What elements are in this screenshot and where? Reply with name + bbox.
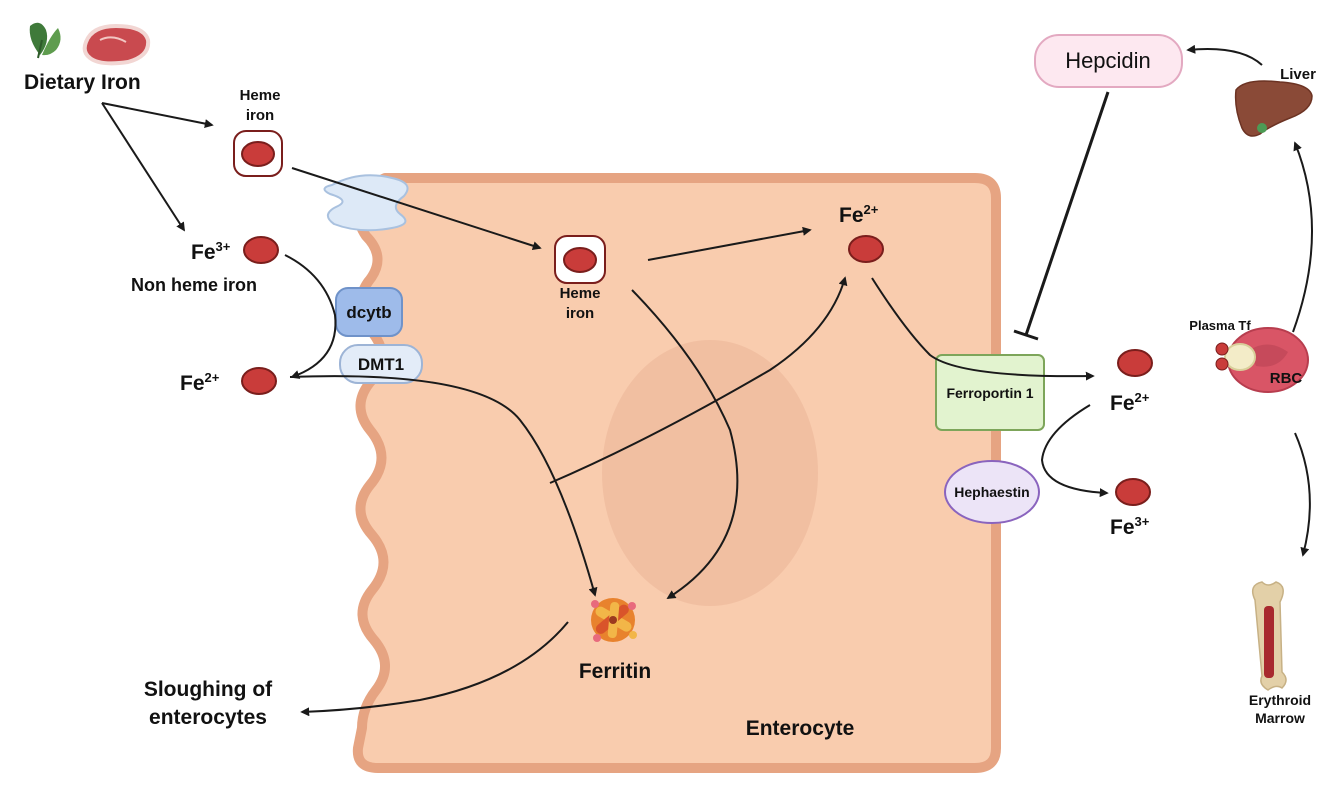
heme-iron-inside-label-line1: Heme xyxy=(560,285,601,302)
arrow-heme-to-fe2 xyxy=(647,226,812,261)
fe2-center-label: Fe2+ xyxy=(839,202,879,227)
non-heme-iron-label: Non heme iron xyxy=(131,275,257,295)
transferrin-iron-2 xyxy=(1215,357,1229,371)
arrow-fe2-to-fe3-oxidation xyxy=(1040,404,1109,498)
arrow-rbc-to-liver xyxy=(1292,141,1313,333)
arrow-fe3-to-fe2-reduction xyxy=(284,254,337,379)
meat-icon xyxy=(82,23,151,66)
spinach-icon xyxy=(29,22,61,59)
fe2-center-iron-icon xyxy=(848,235,884,263)
transferrin-icon xyxy=(1224,343,1256,371)
dmt1-label: DMT1 xyxy=(358,355,404,374)
fe2-left-label: Fe2+ xyxy=(180,370,220,395)
arrow-dietary-to-heme xyxy=(101,102,214,129)
dcytb-transporter xyxy=(335,287,403,337)
hepcidin-inhibition-bar xyxy=(1013,329,1039,341)
heme-iron-outside-icon xyxy=(233,130,283,177)
dcytb-label: dcytb xyxy=(346,303,391,322)
fe2-left-iron-icon xyxy=(241,367,277,395)
transferrin-iron-1 xyxy=(1215,342,1229,356)
sloughing-label-line2: enterocytes xyxy=(149,706,267,729)
dietary-iron-label: Dietary Iron xyxy=(24,71,141,94)
fe3-left-label: Fe3+ xyxy=(191,239,231,264)
sloughing-label-line1: Sloughing of xyxy=(144,678,273,701)
plasma-tf-label: Plasma Tf xyxy=(1189,318,1251,333)
liver-label: Liver xyxy=(1280,66,1316,83)
rbc-label: RBC xyxy=(1270,370,1303,387)
arrows xyxy=(101,44,1313,717)
hepcidin-inhibition-line xyxy=(1024,91,1110,336)
ferroportin-label: Ferroportin 1 xyxy=(946,385,1033,401)
marrow-label-line2: Marrow xyxy=(1255,710,1305,726)
gallbladder-icon xyxy=(1257,123,1267,133)
arrow-dmt1-to-ferritin xyxy=(289,375,598,597)
nucleus xyxy=(602,340,818,606)
fe3-right-iron-icon xyxy=(1115,478,1151,506)
arrow-rbc-to-marrow xyxy=(1294,432,1311,557)
enterocyte-label: Enterocyte xyxy=(746,717,855,740)
heme-transporter-protein xyxy=(323,174,409,232)
fe3-right-label: Fe3+ xyxy=(1110,514,1150,539)
arrow-fe2-through-ferroportin xyxy=(871,277,1095,381)
marrow-label-line1: Erythroid xyxy=(1249,692,1311,708)
fe2-right-iron-icon xyxy=(1117,349,1153,377)
hepcidin-label: Hepcidin xyxy=(1065,48,1151,73)
ferritin-icon xyxy=(591,598,637,642)
fe3-left-iron-icon xyxy=(243,236,279,264)
heme-iron-top-label-line1: Heme xyxy=(240,87,281,104)
rbc-dimple xyxy=(1250,344,1288,367)
liver-icon xyxy=(1234,80,1313,137)
arrow-heme-to-ferritin xyxy=(631,289,739,599)
dmt1-transporter xyxy=(339,344,423,384)
heme-iron-inside-icon xyxy=(554,235,606,284)
arrow-liver-to-hepcidin xyxy=(1186,44,1263,66)
hephaestin-protein xyxy=(944,460,1040,524)
hepcidin-box xyxy=(1034,34,1183,88)
hephaestin-label: Hephaestin xyxy=(954,484,1029,500)
arrow-heme-into-cell xyxy=(291,167,542,251)
fe2-right-label: Fe2+ xyxy=(1110,390,1150,415)
bone-marrow-icon xyxy=(1251,581,1287,691)
ferritin-label: Ferritin xyxy=(579,660,651,683)
arrow-ferritin-to-sloughing xyxy=(300,621,569,717)
heme-iron-inside-label-line2: iron xyxy=(566,305,594,322)
arrow-dietary-to-fe3 xyxy=(101,102,185,232)
heme-iron-top-label-line2: iron xyxy=(246,107,274,124)
arrow-pool-to-fe2 xyxy=(549,276,848,484)
